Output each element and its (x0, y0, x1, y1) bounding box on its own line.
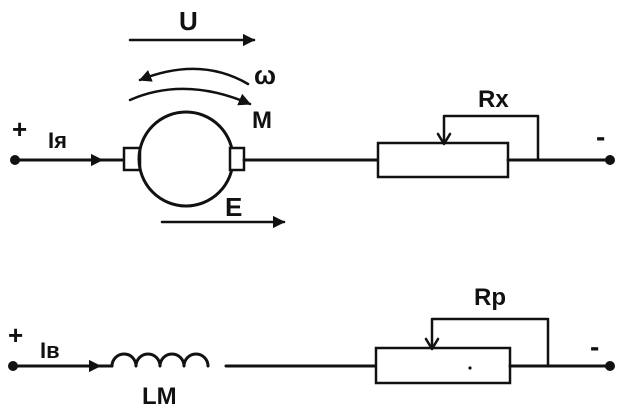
field-plus-sign: + (8, 320, 23, 350)
armature-minus-sign: - (596, 121, 605, 152)
field-winding-label: LM (142, 383, 177, 407)
speed-arrow (138, 67, 250, 86)
armature-plus-sign: + (12, 114, 27, 144)
right-brush (228, 146, 246, 172)
rx-rheostat: Rx (376, 86, 540, 179)
rx-label: Rx (478, 86, 509, 113)
armature-circle (137, 110, 235, 208)
speed-label: ω (254, 60, 276, 90)
rx-slider-wire (442, 114, 540, 162)
torque-label: M (252, 107, 272, 134)
rp-slider-wire (430, 317, 550, 368)
armature-negative-terminal (605, 155, 615, 165)
rx-resistor-body (376, 141, 510, 179)
field-current-label: Iв (40, 338, 60, 363)
field-winding-inductor (110, 352, 210, 368)
emf-label: E (225, 192, 242, 222)
torque-arrow (128, 87, 252, 106)
field-negative-terminal (605, 361, 615, 371)
rp-resistor-body (374, 346, 512, 385)
rp-slider-arrow (424, 337, 440, 351)
field-minus-sign: - (590, 331, 599, 362)
rp-center-dot (468, 366, 472, 370)
armature-circuit: + Iя U ω M E Rx (10, 6, 615, 229)
voltage-label: U (179, 6, 198, 36)
armature-current-label: Iя (48, 128, 67, 153)
rp-label: Rp (474, 284, 506, 311)
field-circuit: + Iв LM Rp - (8, 284, 615, 407)
rx-slider-arrow (436, 132, 452, 146)
rp-rheostat: Rp (374, 284, 550, 385)
